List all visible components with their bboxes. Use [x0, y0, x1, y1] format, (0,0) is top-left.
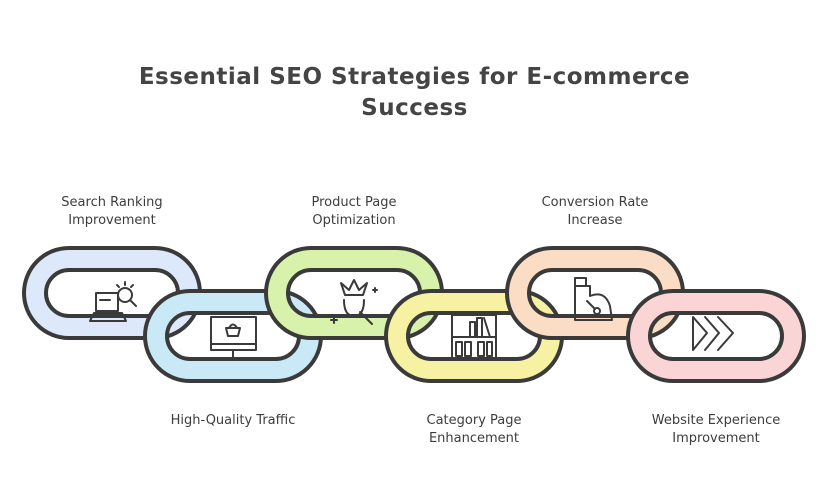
chain-link-band: [630, 293, 802, 379]
label-line: Category Page: [426, 413, 522, 428]
label-line: Improvement: [672, 431, 760, 446]
label-line: Improvement: [68, 213, 156, 228]
monitor-basket-icon: [210, 316, 257, 359]
title-line-2: Success: [361, 95, 468, 121]
crown-magnifier-icon: [330, 279, 378, 325]
label-line: Increase: [567, 213, 623, 228]
cash-register-icon: [574, 277, 613, 321]
label-high-quality-traffic: High-Quality Traffic: [133, 412, 333, 430]
title-line-1: Essential SEO Strategies for E-commerce: [138, 64, 691, 90]
laptop-search-icon: [89, 281, 137, 322]
label-line: Search Ranking: [61, 195, 163, 210]
label-line: Enhancement: [428, 431, 520, 446]
bookshelf-icon: [451, 314, 497, 360]
diagram-title: Essential SEO Strategies for E-commerce …: [0, 62, 829, 124]
label-line: Conversion Rate: [541, 195, 649, 210]
label-line: Product Page: [311, 195, 397, 210]
label-line: Optimization: [312, 213, 396, 228]
fast-forward-icon: [692, 316, 734, 351]
chain-link: [626, 289, 806, 383]
label-line: High-Quality Traffic: [170, 413, 296, 428]
label-line: Website Experience: [651, 413, 781, 428]
